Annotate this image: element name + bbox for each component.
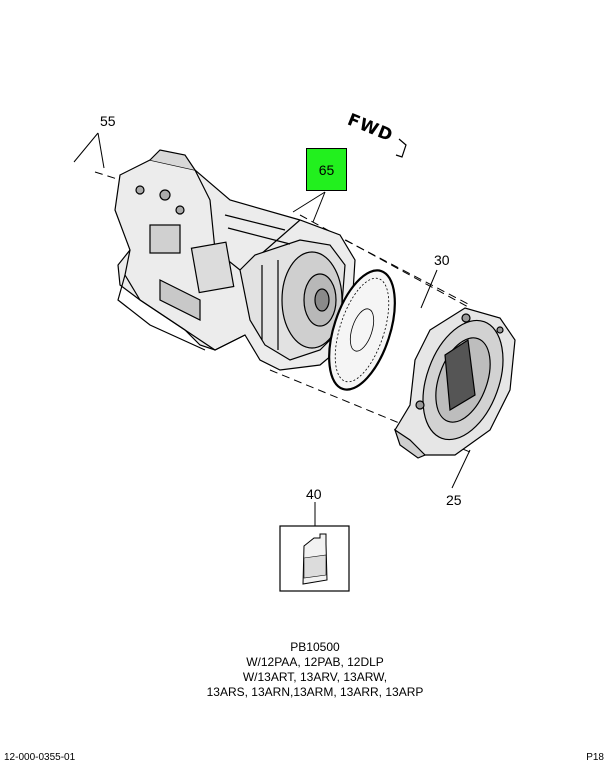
callout-40: 40 [306,486,322,502]
flexplate-part-30 [328,269,396,391]
converter-housing-part-25 [393,307,516,459]
axis-mid [344,239,471,306]
caption-line: PB10500 [290,640,340,654]
leader-55-b [97,132,105,169]
callout-25: 25 [446,492,462,508]
leader-65-b [312,191,326,223]
leader-25 [451,449,471,489]
caption-line: W/13ART, 13ARV, 13ARW, [242,670,388,684]
leader-65-a [292,191,326,213]
caption-line: W/12PAA, 12PAB, 12DLP [246,655,384,669]
forward-arrow-icon [395,138,407,158]
axis-bottom [269,369,471,453]
callout-65: 65 [318,162,335,178]
transmission-assembly [114,149,356,371]
diagram-caption: PB10500 W/12PAA, 12PAB, 12DLP W/13ART, 1… [150,640,480,700]
drawing-number: 12-000-0355-01 [4,752,76,763]
leader-55-a [73,132,99,163]
callout-30: 30 [434,252,450,268]
leader-30 [420,269,438,309]
callout-65-highlight[interactable]: 65 [306,148,347,191]
fluid-bottle-part-40 [279,525,350,592]
caption-line: 13ARS, 13ARN,13ARM, 13ARR, 13ARP [206,685,424,699]
callout-55: 55 [100,113,116,129]
page-ref: P18 [586,752,604,763]
